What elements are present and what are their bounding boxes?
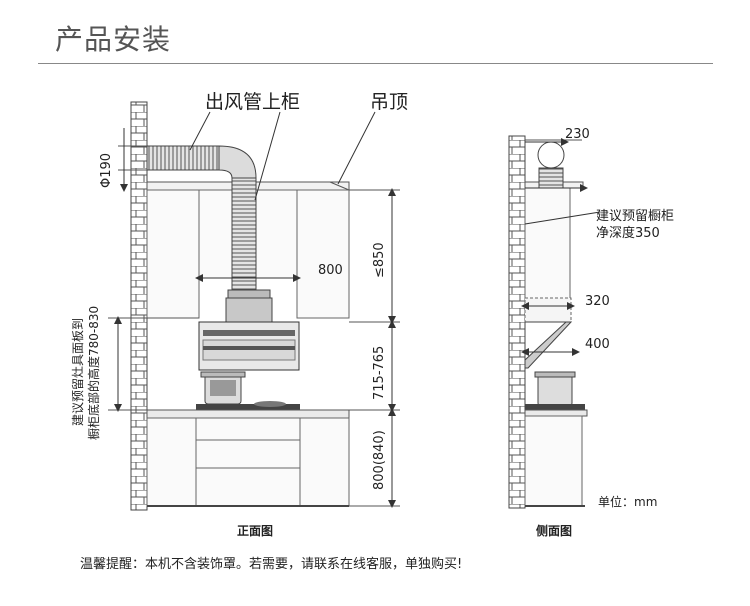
hood-motor-box — [225, 297, 273, 323]
label-850: ≤850 — [372, 242, 387, 278]
duct-horizontal — [146, 145, 220, 171]
page-title: 产品安装 — [55, 23, 172, 56]
upper-cabinet-left — [146, 189, 200, 319]
lower-cabinet — [146, 417, 350, 507]
unit-label: 单位：mm — [598, 495, 658, 509]
leader-duct — [189, 111, 211, 151]
label-800-height: 800(840) — [372, 430, 387, 490]
label-400: 400 — [585, 337, 610, 352]
side-wall — [508, 135, 526, 509]
label-230: 230 — [565, 127, 590, 142]
front-wall — [130, 101, 148, 511]
install-note: 温馨提醒：本机不含装饰罩。若需要，请联系在线客服，单独购买! — [80, 557, 463, 572]
side-upper-cabinet — [524, 187, 571, 303]
label-reserve-2: 净深度350 — [596, 225, 660, 241]
label-phi190: Φ190 — [99, 153, 114, 188]
side-hood-panel — [524, 321, 573, 369]
side-lower-cabinet — [524, 415, 583, 507]
duct-section — [537, 141, 565, 169]
title-divider — [38, 63, 713, 64]
label-vertical-2: 橱柜底部的高度780-830 — [86, 306, 101, 440]
label-800-width: 800 — [318, 263, 343, 278]
duct-vertical — [231, 177, 257, 291]
front-view — [108, 101, 400, 511]
label-715: 715-765 — [372, 346, 387, 400]
leader-cabinet — [254, 111, 281, 201]
label-duct-cabinet: 出风管上柜 — [205, 91, 300, 113]
caption-side: 侧面图 — [536, 524, 573, 538]
label-ceiling: 吊顶 — [370, 91, 408, 113]
countertop — [146, 409, 350, 419]
caption-front: 正面图 — [237, 524, 274, 538]
label-vertical-1: 建议预留灶具面板到 — [71, 318, 85, 426]
leader-ceiling — [337, 111, 376, 185]
duct-elbow — [218, 145, 257, 179]
label-320: 320 — [585, 294, 610, 309]
upper-cabinet-right — [296, 189, 350, 319]
label-reserve-1: 建议预留橱柜 — [596, 209, 674, 224]
cooktop — [196, 404, 300, 410]
side-view — [508, 135, 601, 509]
